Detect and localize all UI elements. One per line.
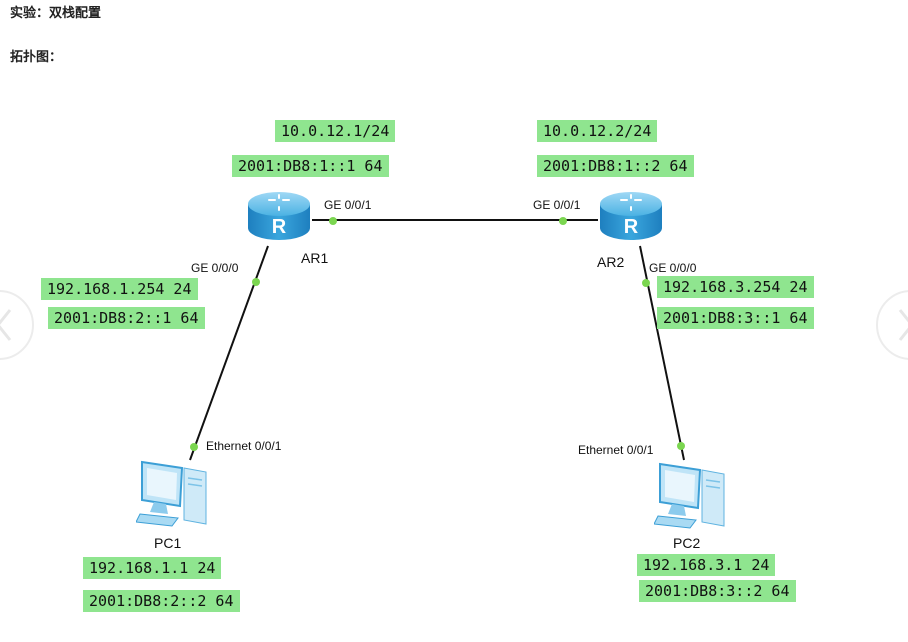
svg-text:R: R	[624, 216, 639, 238]
port-dot-ar1-g000	[252, 278, 260, 286]
port-dot-ar2-g001	[559, 217, 567, 225]
address-label-ar1-wan-ipv4: 10.0.12.1/24	[275, 120, 396, 142]
address-label-ar2-lan-ipv4: 192.168.3.254 24	[657, 276, 814, 298]
device-name-pc2: PC2	[673, 535, 701, 551]
port-label-ar1-g000: GE 0/0/0	[191, 261, 239, 275]
address-label-ar1-wan-ipv6: 2001:DB8:1::1 64	[232, 155, 389, 177]
port-dot-ar1-g001	[329, 217, 337, 225]
address-label-ar1-lan-ipv4: 192.168.1.254 24	[41, 278, 198, 300]
address-label-pc1-ipv6: 2001:DB8:2::2 64	[83, 590, 240, 612]
router-ar1[interactable]: R	[244, 188, 314, 250]
port-dot-pc1-eth	[190, 443, 198, 451]
address-label-ar1-lan-ipv6: 2001:DB8:2::1 64	[48, 307, 205, 329]
port-label-ar2-g001: GE 0/0/1	[533, 198, 581, 212]
address-label-ar2-wan-ipv4: 10.0.12.2/24	[537, 120, 658, 142]
pc-icon	[135, 460, 207, 527]
device-name-ar2: AR2	[597, 254, 625, 270]
chevron-right-icon	[898, 309, 908, 341]
pc-icon	[653, 462, 725, 529]
page-title: 实验：双栈配置	[10, 6, 102, 21]
router-icon: R	[248, 192, 310, 240]
address-label-pc1-ipv4: 192.168.1.1 24	[83, 557, 222, 579]
chevron-left-icon	[0, 309, 12, 341]
pc-pc2[interactable]	[653, 460, 730, 536]
address-label-pc2-ipv6: 2001:DB8:3::2 64	[639, 580, 796, 602]
port-dot-ar2-g000	[642, 279, 650, 287]
address-label-ar2-lan-ipv6: 2001:DB8:3::1 64	[657, 307, 814, 329]
device-name-pc1: PC1	[154, 535, 182, 551]
address-label-pc2-ipv4: 192.168.3.1 24	[637, 554, 776, 576]
topology-subtitle: 拓扑图：	[10, 50, 63, 65]
port-label-pc2-eth: Ethernet 0/0/1	[578, 443, 654, 457]
pc-pc1[interactable]	[135, 458, 212, 534]
port-dot-pc2-eth	[677, 442, 685, 450]
address-label-ar2-wan-ipv6: 2001:DB8:1::2 64	[537, 155, 694, 177]
svg-text:R: R	[272, 216, 287, 238]
router-ar2[interactable]: R	[596, 188, 666, 250]
device-name-ar1: AR1	[301, 250, 329, 266]
port-label-pc1-eth: Ethernet 0/0/1	[206, 439, 282, 453]
port-label-ar2-g000: GE 0/0/0	[649, 261, 697, 275]
port-label-ar1-g001: GE 0/0/1	[324, 198, 372, 212]
router-icon: R	[600, 192, 662, 240]
